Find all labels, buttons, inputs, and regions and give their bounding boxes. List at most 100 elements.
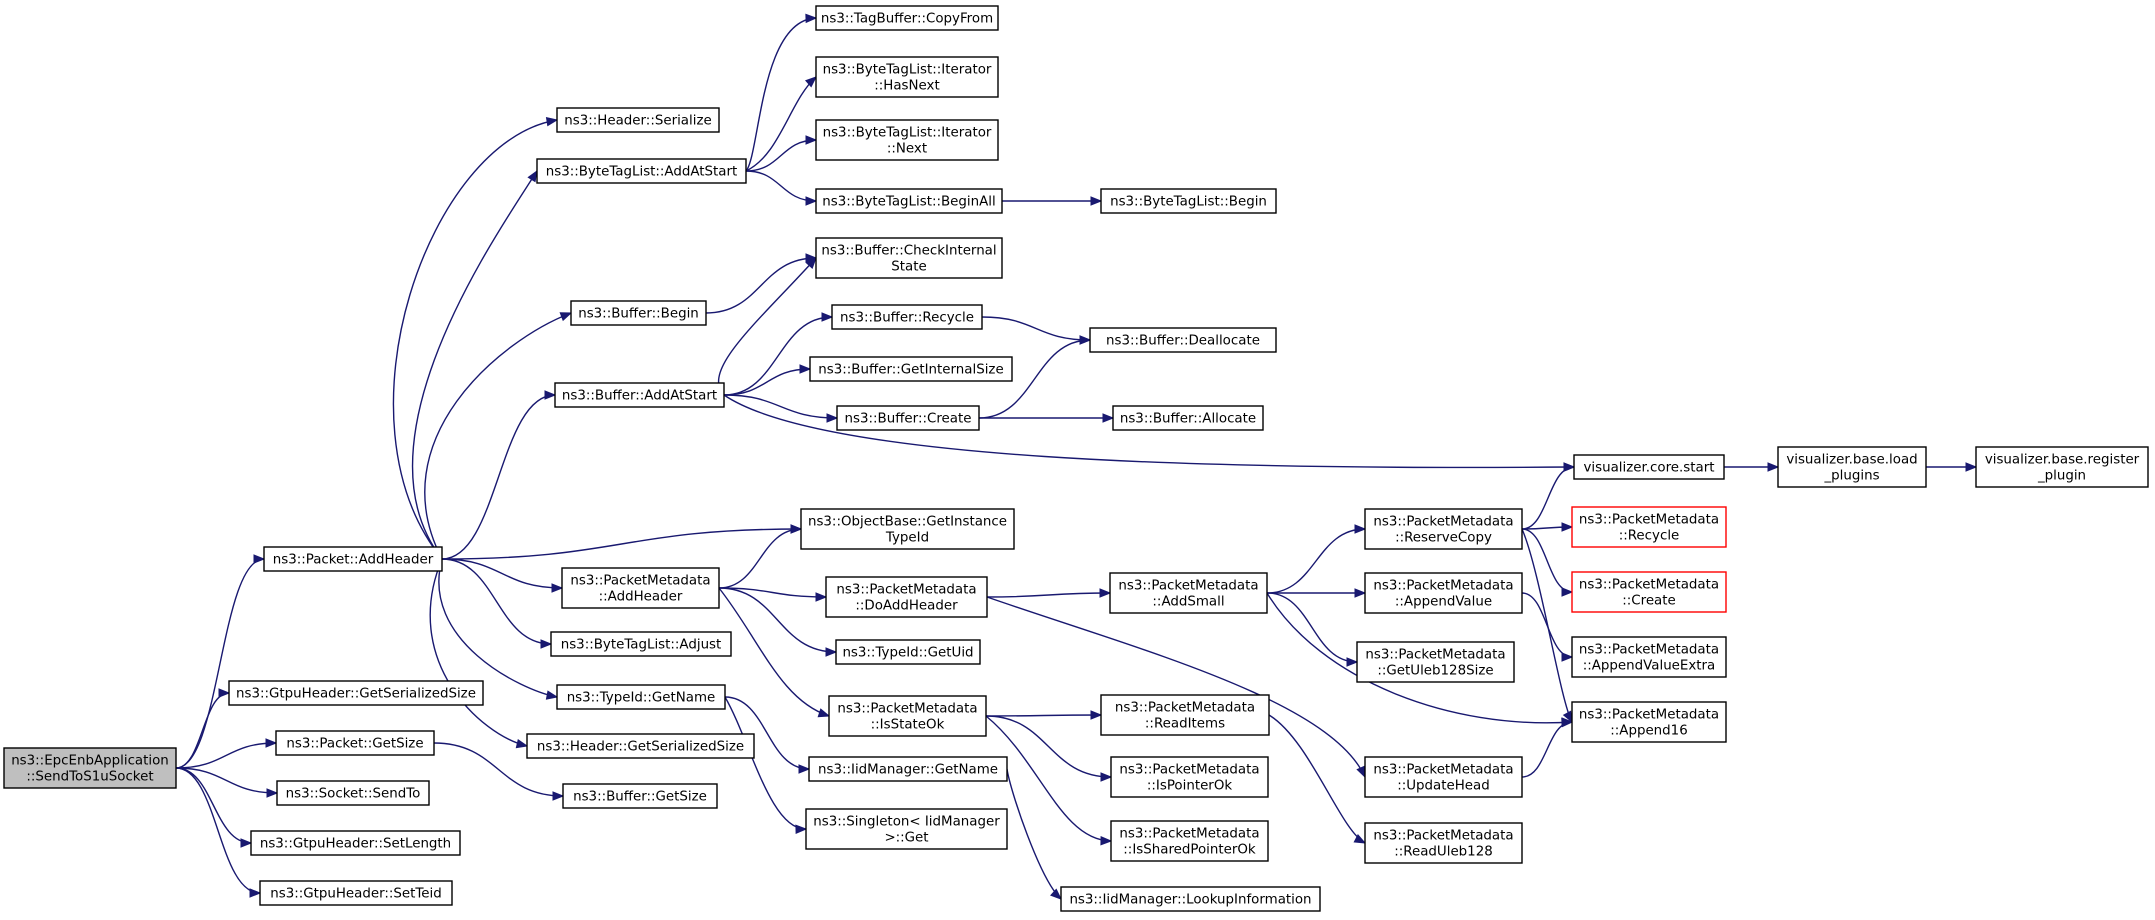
arrowhead: [540, 639, 553, 649]
node-iid-lookup[interactable]: ns3::IidManager::LookupInformation: [1060, 886, 1321, 912]
node-box: [259, 880, 453, 906]
node-pm-appendvalue[interactable]: ns3::PacketMetadata::AppendValue: [1364, 572, 1523, 614]
node-singleton-get[interactable]: ns3::Singleton< IidManager >::Get: [805, 808, 1008, 850]
edge-pm-addsmall-to-pm-reservecopy: [1266, 528, 1366, 594]
node-btl-adjust[interactable]: ns3::ByteTagList::Adjust: [550, 631, 732, 657]
node-iid-getname[interactable]: ns3::IidManager::GetName: [808, 756, 1008, 782]
edge-addheader-to-buf-addatstart: [441, 394, 556, 560]
edge-pm-addheader-to-ob-getinstance: [718, 528, 802, 589]
node-box: [556, 684, 726, 710]
edge-pm-updatehead-to-pm-append16: [1521, 721, 1573, 778]
node-box: [561, 567, 720, 609]
node-viz-core-start[interactable]: visualizer.core.start: [1573, 454, 1725, 480]
edge-root-to-addheader: [175, 558, 265, 769]
node-tid-getname[interactable]: ns3::TypeId::GetName: [556, 684, 726, 710]
node-hdr-serialize[interactable]: ns3::Header::Serialize: [556, 107, 720, 133]
node-buf-recycle[interactable]: ns3::Buffer::Recycle: [831, 304, 983, 330]
node-box: [263, 546, 443, 572]
edge-pm-addsmall-to-pm-getuleb: [1266, 592, 1358, 663]
arrowhead: [1099, 588, 1112, 598]
node-label: ns3::Buffer::CheckInternal: [821, 244, 996, 259]
node-gtpu-getser[interactable]: ns3::GtpuHeader::GetSerializedSize: [228, 680, 484, 706]
node-buf-addatstart[interactable]: ns3::Buffer::AddAtStart: [554, 382, 725, 408]
edge-iid-getname-to-iid-lookup: [1006, 768, 1062, 900]
node-label: ns3::Buffer::GetSize: [573, 790, 707, 805]
node-box: [815, 56, 999, 98]
node-pm-readuleb[interactable]: ns3::PacketMetadata::ReadUleb128: [1364, 822, 1523, 864]
node-label: >::Get: [884, 831, 928, 846]
edge-addheader-to-btl-addatstart: [411, 170, 538, 560]
edge-pm-doaddheader-to-pm-addsmall: [986, 592, 1111, 598]
node-pkt-getsize[interactable]: ns3::Packet::GetSize: [275, 730, 435, 756]
arrowhead: [544, 390, 557, 400]
arrowhead: [1102, 413, 1115, 423]
node-viz-base-load[interactable]: visualizer.base.load_plugins: [1777, 446, 1927, 488]
node-buf-getinternalsize[interactable]: ns3::Buffer::GetInternalSize: [809, 356, 1013, 382]
node-sock-sendto[interactable]: ns3::Socket::SendTo: [276, 780, 430, 806]
arrowhead: [826, 413, 839, 423]
edge-pm-isstateok-to-pm-issharedpointerok: [985, 715, 1112, 842]
node-buf-create[interactable]: ns3::Buffer::Create: [836, 405, 980, 431]
node-pm-issharedpointerok[interactable]: ns3::PacketMetadata::IsSharedPointerOk: [1110, 820, 1269, 862]
arrowhead: [265, 738, 278, 748]
node-buf-getsize[interactable]: ns3::Buffer::GetSize: [562, 783, 718, 809]
node-label: ns3::Buffer::Begin: [578, 307, 699, 322]
node-tid-getuid[interactable]: ns3::TypeId::GetUid: [835, 639, 981, 665]
node-gtpu-setteid[interactable]: ns3::GtpuHeader::SetTeid: [259, 880, 453, 906]
node-btl-begin[interactable]: ns3::ByteTagList::Begin: [1100, 188, 1277, 214]
node-buf-allocate[interactable]: ns3::Buffer::Allocate: [1112, 405, 1264, 431]
node-pm-reservecopy[interactable]: ns3::PacketMetadata::ReserveCopy: [1364, 508, 1523, 550]
node-viz-base-register[interactable]: visualizer.base.register_plugin: [1975, 446, 2149, 488]
node-pm-ispointerok[interactable]: ns3::PacketMetadata::IsPointerOk: [1110, 756, 1269, 798]
node-label: ns3::PacketMetadata: [1119, 827, 1259, 842]
node-pm-doaddheader[interactable]: ns3::PacketMetadata::DoAddHeader: [825, 576, 988, 618]
node-btl-addatstart[interactable]: ns3::ByteTagList::AddAtStart: [536, 158, 747, 184]
edge-pm-addheader-to-pm-isstateok: [718, 587, 830, 717]
node-tb-copyfrom[interactable]: ns3::TagBuffer::CopyFrom: [815, 5, 999, 31]
arrowhead: [798, 764, 811, 774]
node-label: ns3::PacketMetadata: [1119, 763, 1259, 778]
arrowhead: [1354, 524, 1367, 534]
node-btl-beginall[interactable]: ns3::ByteTagList::BeginAll: [815, 188, 1003, 214]
node-pm-append16[interactable]: ns3::PacketMetadata::Append16: [1571, 701, 1727, 743]
arrowhead: [515, 738, 529, 749]
arrowhead: [1079, 335, 1092, 345]
node-pm-getuleb[interactable]: ns3::PacketMetadata::GetUleb128Size: [1356, 641, 1515, 683]
node-pm-updatehead[interactable]: ns3::PacketMetadata::UpdateHead: [1364, 756, 1523, 798]
node-pm-addsmall[interactable]: ns3::PacketMetadata::AddSmall: [1109, 572, 1268, 614]
node-label: ns3::PacketMetadata: [1373, 515, 1513, 530]
edge-buf-addatstart-to-buf-create: [723, 394, 838, 419]
edge-btl-addatstart-to-tb-copyfrom: [745, 17, 817, 172]
node-label: ns3::GtpuHeader::SetTeid: [270, 887, 442, 902]
node-label: ::IsPointerOk: [1147, 779, 1232, 794]
node-box: [815, 188, 1003, 214]
edge-pm-readitems-to-pm-readuleb: [1268, 714, 1366, 844]
node-buf-deallocate[interactable]: ns3::Buffer::Deallocate: [1089, 327, 1277, 353]
node-label: ns3::EpcEnbApplication: [11, 754, 169, 769]
node-pm-recycle[interactable]: ns3::PacketMetadata::Recycle: [1571, 506, 1727, 548]
node-box: [562, 783, 718, 809]
node-root[interactable]: ns3::EpcEnbApplication::SendToS1uSocket: [3, 747, 177, 789]
node-label: ::UpdateHead: [1397, 779, 1490, 794]
node-pm-isstateok[interactable]: ns3::PacketMetadata::IsStateOk: [828, 695, 987, 737]
node-btli-next[interactable]: ns3::ByteTagList::Iterator::Next: [815, 119, 999, 161]
node-btli-hasnext[interactable]: ns3::ByteTagList::Iterator::HasNext: [815, 56, 999, 98]
node-pm-appendvalueextra[interactable]: ns3::PacketMetadata::AppendValueExtra: [1571, 636, 1727, 678]
node-pm-addheader[interactable]: ns3::PacketMetadata::AddHeader: [561, 567, 720, 609]
node-pm-create[interactable]: ns3::PacketMetadata::Create: [1571, 571, 1727, 613]
node-box: [825, 576, 988, 618]
node-box: [1100, 188, 1277, 214]
edge-buf-addatstart-to-buf-getinternalsize: [723, 368, 811, 396]
node-label: ::AddSmall: [1152, 595, 1224, 610]
node-buf-begin[interactable]: ns3::Buffer::Begin: [570, 300, 707, 326]
node-gtpu-setlen[interactable]: ns3::GtpuHeader::SetLength: [250, 830, 461, 856]
node-pm-readitems[interactable]: ns3::PacketMetadata::ReadItems: [1100, 694, 1270, 736]
arrowhead: [1100, 836, 1113, 846]
node-hdr-getser[interactable]: ns3::Header::GetSerializedSize: [526, 733, 755, 759]
node-addheader[interactable]: ns3::Packet::AddHeader: [263, 546, 443, 572]
arrowhead: [1561, 652, 1574, 662]
edge-root-to-pkt-getsize: [175, 742, 277, 769]
node-label: ns3::PacketMetadata: [1579, 643, 1719, 658]
